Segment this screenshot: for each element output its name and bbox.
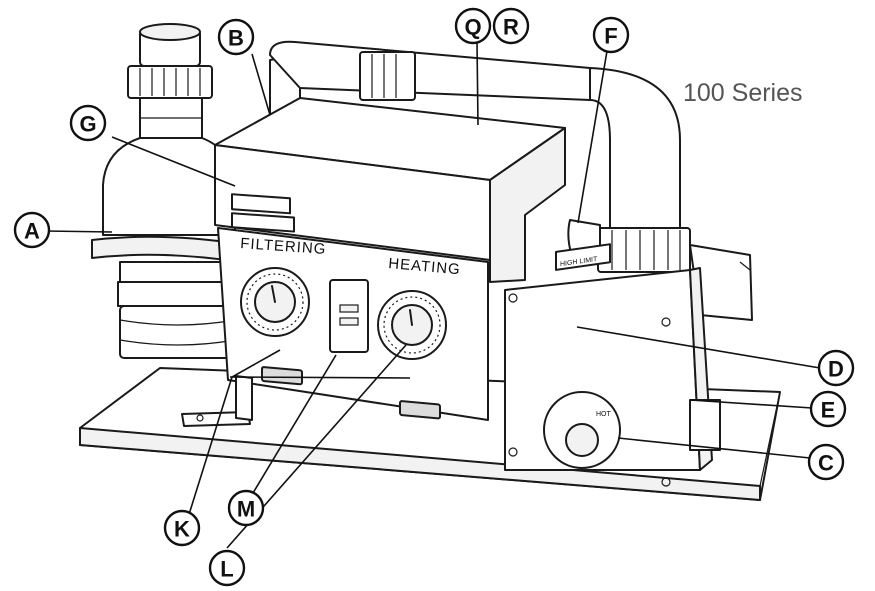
callout-d: D [817, 349, 855, 387]
callout-g: G [69, 104, 107, 142]
callout-k: K [163, 509, 201, 547]
svg-text:A: A [24, 219, 40, 244]
callout-b: B [217, 18, 255, 56]
series-label: 100 Series [683, 79, 803, 107]
svg-text:F: F [604, 24, 617, 49]
leader-lines [44, 41, 821, 549]
svg-text:C: C [818, 451, 834, 476]
svg-text:R: R [503, 15, 519, 40]
svg-text:E: E [821, 398, 836, 423]
callout-a: A [13, 211, 51, 249]
callout-e: E [809, 390, 847, 428]
svg-text:D: D [828, 357, 844, 382]
heating-label: HEATING [388, 255, 462, 278]
control-box [181, 97, 566, 427]
callouts: A B Q R F G D E [13, 7, 855, 587]
svg-text:K: K [174, 517, 190, 542]
heater-box: HIGH LIMIT HOT [504, 243, 721, 487]
callout-q: Q [454, 7, 492, 45]
svg-text:Q: Q [464, 15, 481, 40]
svg-text:B: B [228, 26, 244, 51]
filtering-label: FILTERING [240, 235, 327, 258]
svg-text:G: G [79, 112, 96, 137]
callout-r: R [492, 7, 530, 45]
svg-text:M: M [237, 497, 255, 522]
callout-c: C [807, 443, 845, 481]
pipe-assembly [269, 40, 753, 321]
callout-f: F [592, 16, 630, 54]
filter-canister [91, 23, 241, 359]
callout-l: L [208, 549, 246, 587]
svg-text:HOT: HOT [596, 411, 612, 418]
callout-m: M [227, 489, 265, 527]
svg-text:L: L [220, 557, 233, 582]
